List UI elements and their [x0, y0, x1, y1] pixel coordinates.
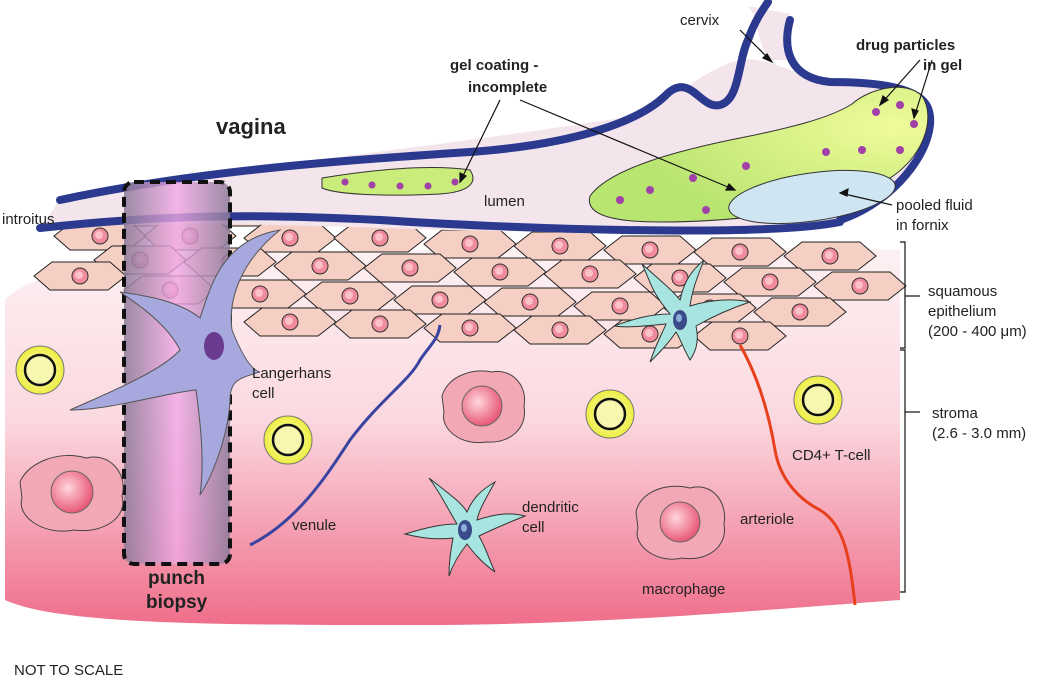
langerhans-cell [69, 229, 282, 496]
stroma-label-2: (2.6 - 3.0 mm) [932, 425, 1026, 442]
dendritic-cell-label: dendritic [522, 499, 579, 516]
langerhans-label: Langerhans [252, 365, 331, 382]
cd4-t-cell-label: CD4+ T-cell [792, 447, 871, 464]
pooled-fluid-label-2: in fornix [896, 217, 949, 234]
dendritic-cell-stroma [403, 477, 527, 577]
t-cell [262, 414, 314, 466]
t-cell [14, 344, 66, 396]
cervix-label: cervix [680, 12, 720, 29]
pooled-fluid [728, 170, 896, 224]
macrophage-label: macrophage [642, 581, 725, 598]
macrophage-cell [441, 370, 526, 444]
drug-particle [646, 186, 654, 194]
macrophage-cell [635, 485, 726, 560]
drug-particles-label-2: in gel [923, 57, 962, 74]
drug-particle [872, 108, 880, 116]
squamous-epithelium-label-2: epithelium [928, 303, 996, 320]
gel-coating-label: gel coating - [450, 57, 538, 74]
venule-label: venule [292, 517, 336, 534]
pooled-fluid-label: pooled fluid [896, 197, 973, 214]
dendritic-cell-epithelial [613, 259, 752, 363]
introitus-label: introitus [2, 211, 55, 228]
t-cell [584, 388, 636, 440]
drug-particle [689, 174, 697, 182]
drug-particle [896, 101, 904, 109]
drug-particle [822, 148, 830, 156]
langerhans-label-2: cell [252, 385, 275, 402]
drug-particle [742, 162, 750, 170]
drug-particle [702, 206, 710, 214]
arteriole-label: arteriole [740, 511, 794, 528]
t-cell [792, 374, 844, 426]
squamous-epithelium-label-3: (200 - 400 μm) [928, 323, 1027, 340]
stroma-label: stroma [932, 405, 979, 422]
drug-particles-label: drug particles [856, 37, 955, 54]
squamous-epithelium-label: squamous [928, 283, 997, 300]
dendritic-cell-label-2: cell [522, 519, 545, 536]
langerhans-nucleus [204, 332, 224, 360]
annotation-arrows [459, 29, 933, 593]
arteriole [738, 344, 857, 606]
drug-particle [858, 146, 866, 154]
drug-particle [616, 196, 624, 204]
venule [249, 324, 442, 547]
vagina-label: vagina [216, 114, 286, 139]
gel-coating-left [321, 167, 474, 196]
drug-particle [896, 146, 904, 154]
not-to-scale-label: NOT TO SCALE [14, 662, 123, 679]
punch-biopsy-label-2: biopsy [146, 592, 208, 613]
drug-particle [910, 120, 918, 128]
gel-coating-label-2: incomplete [468, 79, 547, 96]
macrophage-cell [19, 455, 124, 532]
punch-biopsy-label: punch [148, 568, 205, 589]
lumen-label: lumen [484, 193, 525, 210]
